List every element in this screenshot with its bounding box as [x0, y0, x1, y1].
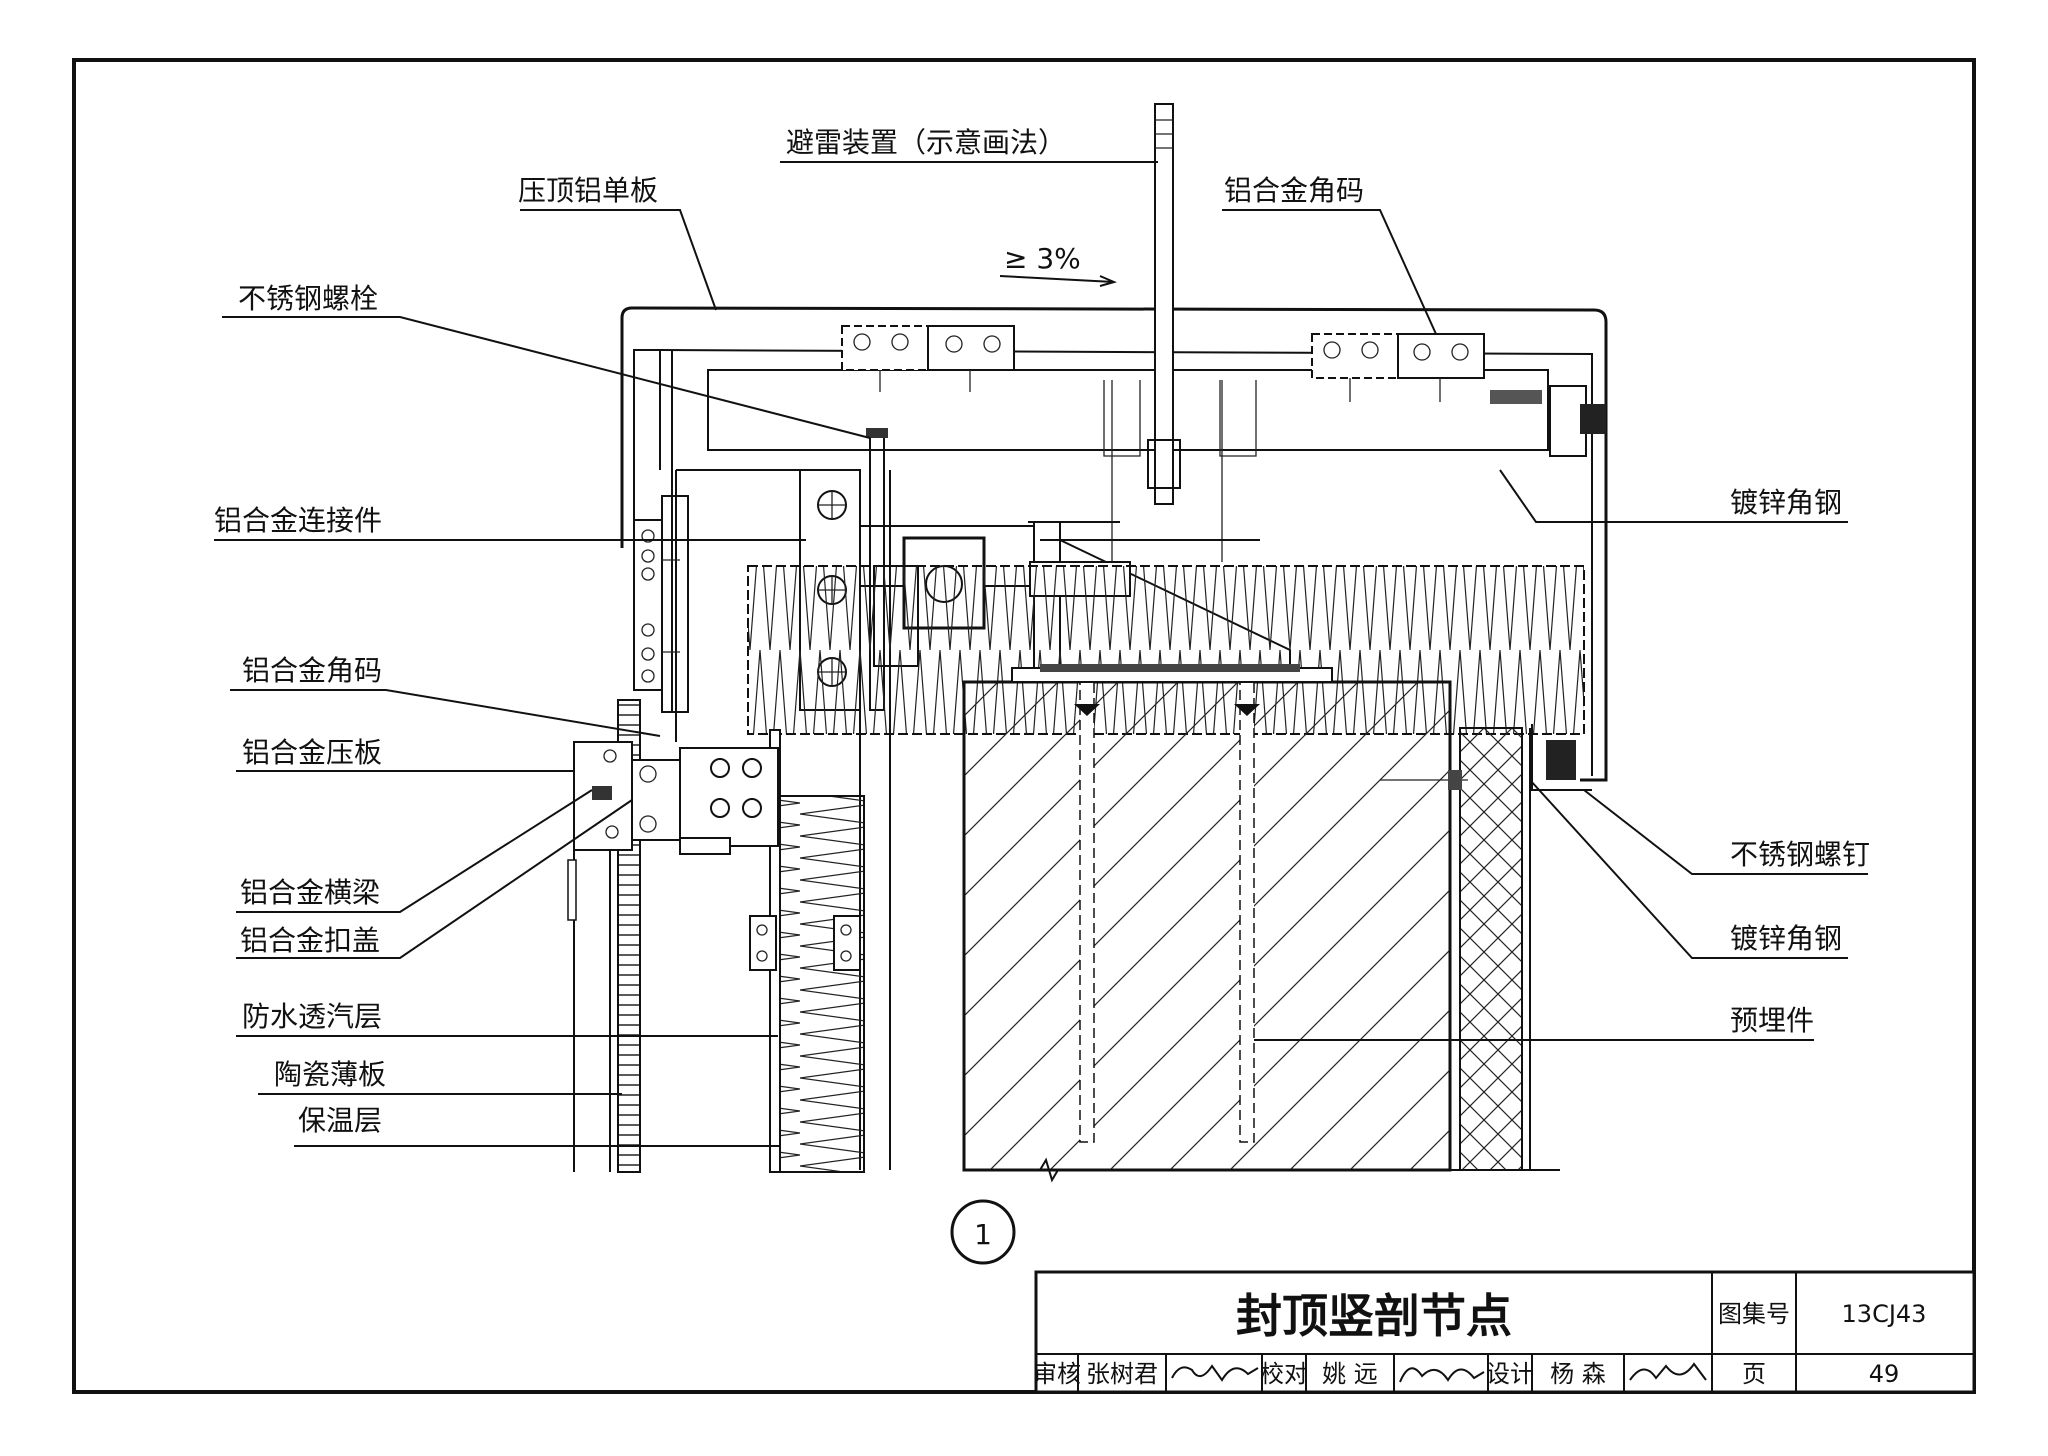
coping-panel-outline: [620, 306, 1608, 782]
label-stainless-bolt: 不锈钢螺栓: [238, 282, 378, 315]
label-galvanized-angle-2: 镀锌角钢: [1730, 922, 1842, 955]
top-brackets-right: [1311, 333, 1485, 402]
label-coping-panel: 压顶铝单板: [518, 174, 658, 207]
label-bracket-left: 铝合金角码: [242, 654, 382, 687]
galvanized-angle-beam: [707, 369, 1549, 451]
label-aluminum-connector: 铝合金连接件: [214, 504, 382, 537]
label-transom: 铝合金横梁: [240, 876, 380, 909]
page-number: 49: [1869, 1360, 1900, 1388]
label-stainless-screw: 不锈钢螺钉: [1730, 838, 1870, 871]
section-drawing: [214, 103, 1868, 1265]
atlas-number: 13CJ43: [1842, 1300, 1927, 1328]
label-galvanized-angle-1: 镀锌角钢: [1730, 486, 1842, 519]
lightning-rod: [1103, 103, 1257, 562]
top-brackets-left: [841, 325, 1015, 392]
detail-marker: [950, 1199, 1016, 1265]
checker-signature: [1399, 1367, 1485, 1383]
right-lower-clip: [1531, 724, 1592, 791]
review-label: 审核: [1033, 1360, 1081, 1388]
check-label: 校对: [1260, 1360, 1308, 1388]
sheet-border: [72, 58, 1976, 1394]
label-ceramic-panel: 陶瓷薄板: [274, 1058, 386, 1091]
designer-signature: [1629, 1362, 1707, 1381]
slope-arrow: [999, 275, 1117, 287]
label-insulation: 保温层: [298, 1104, 382, 1137]
labels: 避雷装置（示意画法） 压顶铝单板 ≥ 3% 铝合金角码 不锈钢螺栓 铝合金连接件…: [214, 126, 1870, 1251]
label-cover-cap: 铝合金扣盖: [240, 924, 380, 957]
label-press-plate: 铝合金压板: [242, 736, 382, 769]
masonry-infill: [1459, 727, 1523, 1171]
page-label: 页: [1742, 1360, 1766, 1388]
concrete-wall: [962, 664, 1560, 1183]
label-lightning-device: 避雷装置（示意画法）: [786, 126, 1066, 159]
label-membrane: 防水透汽层: [242, 1000, 382, 1033]
detail-number: 1: [974, 1218, 992, 1251]
aluminum-connector-left: [633, 495, 689, 713]
checker-name: 姚 远: [1322, 1360, 1378, 1388]
drawing-title: 封顶竖剖节点: [1236, 1289, 1512, 1343]
right-end-clip: [1490, 385, 1606, 457]
label-embedded-part: 预埋件: [1730, 1004, 1814, 1037]
title-block: 封顶竖剖节点 图集号 13CJ43 页 49 审核 张树君 校对 姚 远 设计 …: [1033, 1270, 1976, 1394]
design-label: 设计: [1486, 1360, 1534, 1388]
label-bracket-top: 铝合金角码: [1224, 174, 1364, 207]
reviewer-name: 张树君: [1086, 1360, 1158, 1388]
atlas-label: 图集号: [1718, 1300, 1790, 1328]
label-slope: ≥ 3%: [1004, 242, 1081, 275]
facade-system: [567, 699, 865, 1173]
reviewer-signature: [1171, 1364, 1259, 1382]
designer-name: 杨 森: [1550, 1360, 1606, 1388]
leader-lines: [214, 161, 1868, 1147]
